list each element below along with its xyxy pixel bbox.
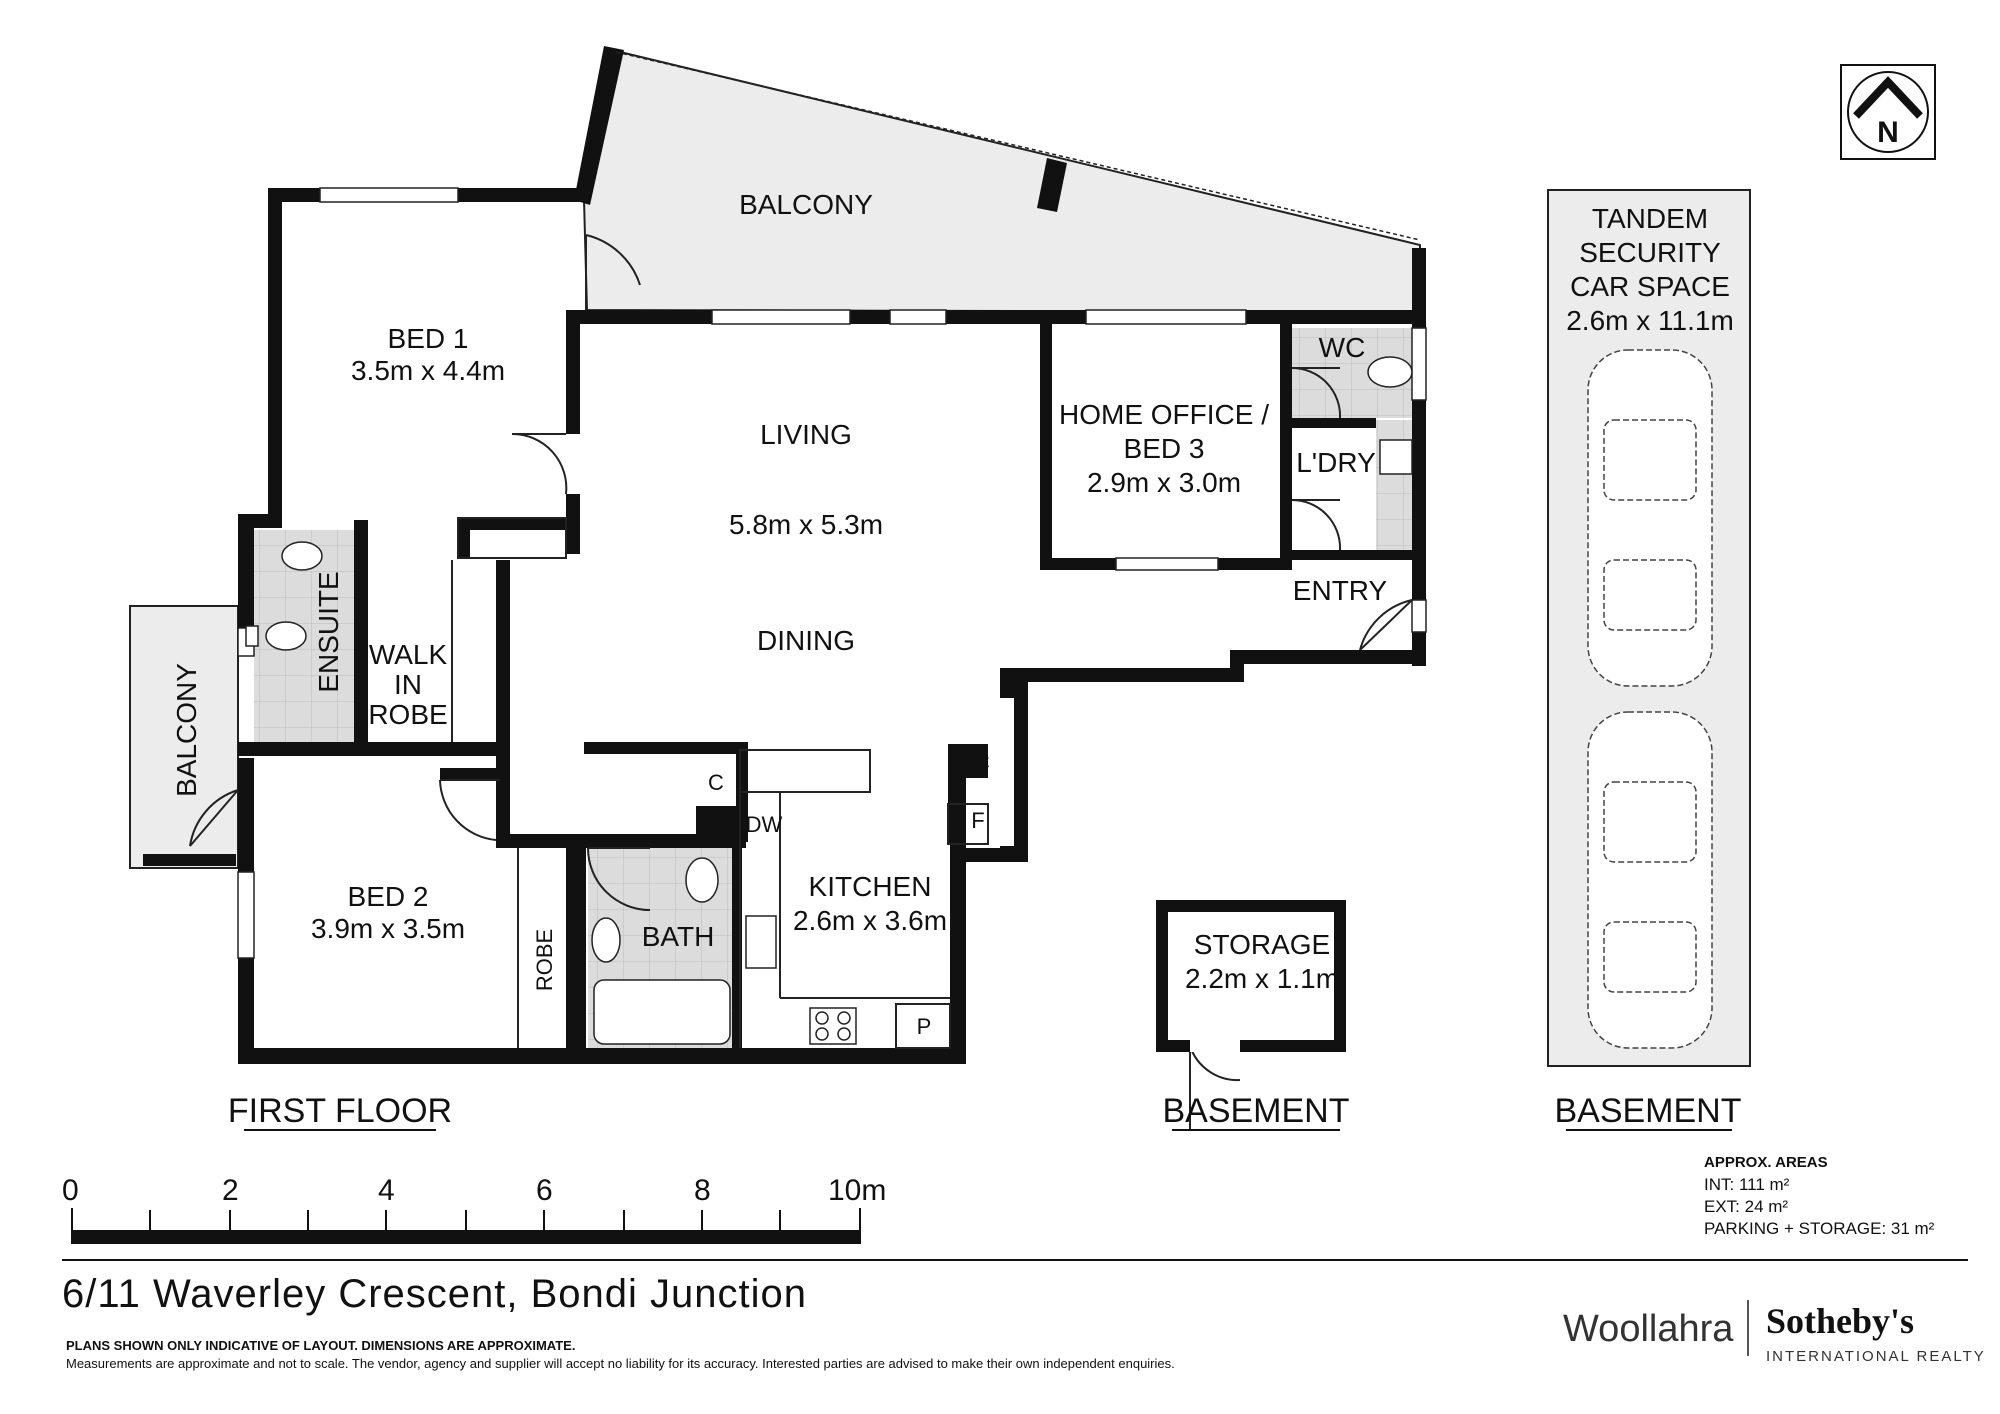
label-bed1-dim: 3.5m x 4.4m	[351, 355, 505, 386]
ensuite-basin	[281, 541, 323, 571]
label-f: F	[971, 808, 984, 833]
brand-office: Woollahra	[1563, 1308, 1734, 1350]
brand-tagline: INTERNATIONAL REALTY	[1766, 1348, 1986, 1365]
cooktop	[809, 1007, 857, 1045]
label-bed2: BED 2	[348, 881, 429, 912]
disclaimer-line2: Measurements are approximate and not to …	[66, 1356, 1175, 1371]
heading-basement-car: BASEMENT	[1554, 1092, 1741, 1130]
bathtub	[593, 979, 731, 1045]
label-bath: BATH	[642, 921, 715, 952]
label-dw: DW	[746, 812, 783, 837]
scale-bar: 0 2 4 6 8 10m	[62, 1174, 886, 1244]
label-balcony-top: BALCONY	[739, 189, 873, 220]
brand-divider	[1747, 1300, 1749, 1356]
balcony-side-area	[129, 605, 239, 869]
label-kitchen: KITCHEN	[809, 871, 932, 902]
label-wc: WC	[1319, 332, 1366, 363]
storage-room	[1156, 900, 1346, 1052]
label-bed2-dim: 3.9m x 3.5m	[311, 913, 465, 944]
north-arrow-icon: N	[1840, 64, 1936, 160]
areas-title: APPROX. AREAS	[1704, 1154, 1828, 1171]
scale-tick-8: 8	[694, 1174, 711, 1207]
label-living: LIVING	[760, 419, 852, 450]
label-car-1: TANDEM	[1592, 203, 1708, 234]
wc-toilet	[1367, 356, 1413, 388]
label-office-1: HOME OFFICE /	[1059, 399, 1269, 430]
fixtures	[245, 356, 1413, 1045]
label-kitchen-dim: 2.6m x 3.6m	[793, 905, 947, 936]
heading-basement-storage: BASEMENT	[1162, 1092, 1349, 1130]
area-int: INT: 111 m²	[1704, 1175, 1790, 1194]
kitchen-sink	[745, 915, 777, 969]
laundry-tub	[1379, 439, 1413, 475]
label-entry: ENTRY	[1293, 575, 1388, 606]
label-walkin-1: WALK	[369, 639, 448, 670]
label-office-dim: 2.9m x 3.0m	[1087, 467, 1241, 498]
label-walkin-2: IN	[394, 669, 422, 700]
label-bed1: BED 1	[388, 323, 469, 354]
label-storage-dim: 2.2m x 1.1m	[1185, 963, 1339, 994]
label-walkin-3: ROBE	[368, 699, 447, 730]
scale-tick-4: 4	[378, 1174, 395, 1207]
area-ext: EXT: 24 m²	[1704, 1197, 1789, 1216]
windows	[237, 187, 1427, 959]
balcony-top-wall	[574, 46, 624, 205]
scale-tick-2: 2	[222, 1174, 239, 1207]
disclaimer-line1: PLANS SHOWN ONLY INDICATIVE OF LAYOUT. D…	[66, 1338, 576, 1353]
label-ensuite: ENSUITE	[313, 571, 344, 692]
label-office-2: BED 3	[1124, 433, 1205, 464]
scale-tick-6: 6	[536, 1174, 553, 1207]
heading-first-floor: FIRST FLOOR	[228, 1092, 452, 1130]
balcony-side-rail	[143, 854, 236, 866]
label-car-3: CAR SPACE	[1570, 271, 1730, 302]
label-car-2: SECURITY	[1579, 237, 1721, 268]
balcony-divider	[1037, 158, 1067, 212]
car-space	[1547, 189, 1751, 1067]
section-headings: FIRST FLOOR BASEMENT BASEMENT	[228, 1092, 1742, 1131]
ensuite-toilet	[265, 621, 307, 651]
scale-tick-0: 0	[62, 1174, 79, 1207]
interior-lines	[451, 517, 989, 1049]
areas-panel: APPROX. AREAS INT: 111 m² EXT: 24 m² PAR…	[1704, 1152, 1934, 1240]
label-car-dim: 2.6m x 11.1m	[1566, 305, 1734, 336]
label-robe: ROBE	[532, 929, 557, 991]
bath-toilet	[685, 857, 719, 903]
balcony-top-area	[582, 48, 1421, 314]
brand-name: Sotheby's	[1766, 1301, 1915, 1341]
label-dining: DINING	[757, 625, 855, 656]
room-labels: BALCONY BED 1 3.5m x 4.4m LIVING 5.8m x …	[171, 189, 1734, 1039]
doors	[189, 234, 1413, 1130]
balcony-top-rail	[615, 51, 1421, 241]
label-balcony-side: BALCONY	[171, 663, 202, 797]
label-c-kitchen: C	[708, 770, 724, 795]
car-icon	[1587, 349, 1713, 1049]
label-living-dim: 5.8m x 5.3m	[729, 509, 883, 540]
bath-basin	[591, 917, 621, 963]
walls	[238, 188, 1426, 1064]
label-p: P	[917, 1014, 932, 1039]
label-storage: STORAGE	[1194, 929, 1330, 960]
area-parking: PARKING + STORAGE: 31 m²	[1704, 1219, 1935, 1238]
property-address: 6/11 Waverley Crescent, Bondi Junction	[62, 1272, 808, 1316]
label-c-right: C	[974, 750, 990, 775]
scale-tick-10: 10m	[828, 1174, 886, 1207]
label-laundry: L'DRY	[1296, 447, 1376, 478]
north-letter: N	[1877, 116, 1899, 149]
